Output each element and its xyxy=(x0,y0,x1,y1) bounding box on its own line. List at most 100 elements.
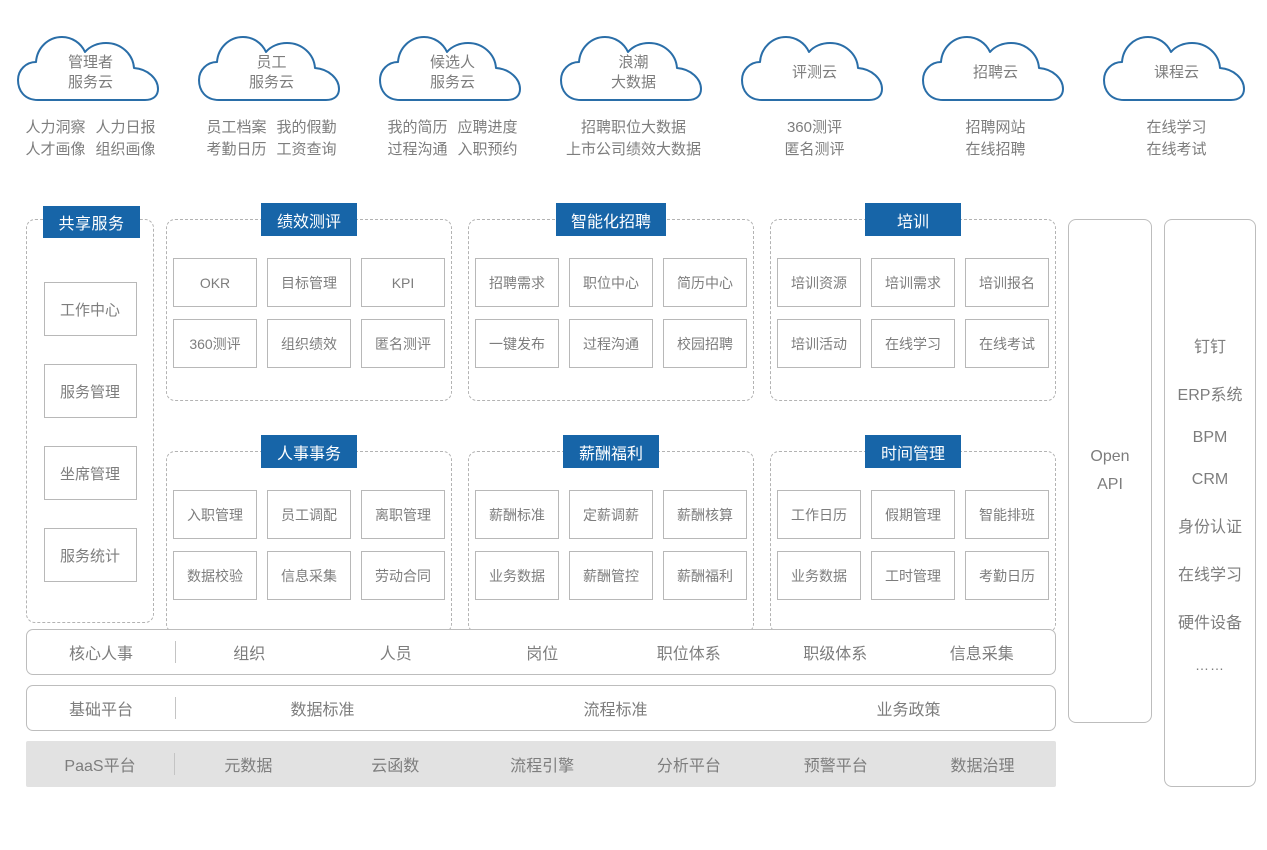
cloud-feature-item: 招聘职位大数据 xyxy=(580,119,686,136)
bar-item[interactable]: 分析平台 xyxy=(656,758,721,775)
module-cell[interactable]: 考勤日历 xyxy=(965,551,1049,600)
module-badge: 智能化招聘 xyxy=(555,203,667,236)
bar-item[interactable]: 数据标准 xyxy=(290,702,355,719)
cloud-title: 招聘云 xyxy=(921,28,1071,108)
module-cell[interactable]: 招聘需求 xyxy=(475,258,559,307)
module-cell[interactable]: 薪酬核算 xyxy=(663,490,747,539)
cloud-feature-item: 我的假勤 xyxy=(276,119,337,136)
module-cell[interactable]: 简历中心 xyxy=(663,258,747,307)
module-cell[interactable]: 组织绩效 xyxy=(267,319,351,368)
bar-item[interactable]: 职级体系 xyxy=(803,646,868,663)
module-cell[interactable]: 培训资源 xyxy=(777,258,861,307)
cloud-feature-list: 我的简历应聘进度过程沟通入职预约 xyxy=(387,117,517,161)
bar-item[interactable]: 预警平台 xyxy=(803,758,868,775)
module-cell[interactable]: 薪酬管控 xyxy=(569,551,653,600)
shared-service-item[interactable]: 工作中心 xyxy=(43,282,137,336)
cloud-title-line: 招聘云 xyxy=(972,63,1018,81)
bar-item[interactable]: 元数据 xyxy=(224,758,273,775)
module-cell[interactable]: 过程沟通 xyxy=(569,319,653,368)
cloud-title: 员工服务云 xyxy=(197,28,347,108)
integration-item: CRM xyxy=(1191,471,1229,488)
module-panel: 人事事务入职管理员工调配离职管理数据校验信息采集劳动合同 xyxy=(166,435,452,633)
cloud-feature-item: 我的简历 xyxy=(387,119,448,136)
bar-item[interactable]: 组织 xyxy=(233,646,266,663)
module-cell[interactable]: 目标管理 xyxy=(267,258,351,307)
module-cell[interactable]: 劳动合同 xyxy=(361,551,445,600)
integration-item: 钉钉 xyxy=(1193,339,1226,356)
shared-service-item[interactable]: 服务统计 xyxy=(43,528,137,582)
cloud-feature-item: 人力日报 xyxy=(95,119,156,136)
module-cell-grid: 培训资源培训需求培训报名培训活动在线学习在线考试 xyxy=(771,258,1055,368)
cloud-feature-row: 在线招聘 xyxy=(965,139,1025,161)
module-cell[interactable]: KPI xyxy=(361,258,445,307)
bar-core-hr: 核心人事组织人员岗位职位体系职级体系信息采集 xyxy=(26,629,1056,675)
bar-item[interactable]: 职位体系 xyxy=(656,646,721,663)
module-cell[interactable]: 360测评 xyxy=(173,319,257,368)
bar-item[interactable]: 云函数 xyxy=(371,758,420,775)
module-panel: 时间管理工作日历假期管理智能排班业务数据工时管理考勤日历 xyxy=(770,435,1056,633)
module-cell[interactable]: 培训报名 xyxy=(965,258,1049,307)
module-cell-row: 培训活动在线学习在线考试 xyxy=(777,319,1049,368)
module-cell[interactable]: 薪酬福利 xyxy=(663,551,747,600)
bar-item[interactable]: 岗位 xyxy=(526,646,559,663)
module-cell[interactable]: 在线考试 xyxy=(965,319,1049,368)
module-cell[interactable]: 一键发布 xyxy=(475,319,559,368)
cloud-feature-row: 人力洞察人力日报 xyxy=(25,117,155,139)
module-cell[interactable]: 入职管理 xyxy=(173,490,257,539)
cloud-feature-item: 匿名测评 xyxy=(784,140,845,158)
cloud-column-6: 招聘云招聘网站在线招聘 xyxy=(905,28,1086,188)
cloud-feature-item: 在线考试 xyxy=(1146,140,1207,158)
module-cell[interactable]: 定薪调薪 xyxy=(569,490,653,539)
module-cell[interactable]: 培训活动 xyxy=(777,319,861,368)
cloud-column-2: 员工服务云员工档案我的假勤考勤日历工资查询 xyxy=(181,28,362,188)
integration-item: 硬件设备 xyxy=(1177,615,1242,632)
module-cell[interactable]: 培训需求 xyxy=(871,258,955,307)
bar-paas-platform: PaaS平台元数据云函数流程引擎分析平台预警平台数据治理 xyxy=(26,741,1056,787)
bar-item[interactable]: 业务政策 xyxy=(876,702,941,719)
cloud-icon: 员工服务云 xyxy=(197,28,347,108)
cloud-column-4: 浪潮大数据招聘职位大数据上市公司绩效大数据 xyxy=(543,28,724,188)
shared-service-item[interactable]: 坐席管理 xyxy=(43,446,137,500)
module-cell-grid: 薪酬标准定薪调薪薪酬核算业务数据薪酬管控薪酬福利 xyxy=(469,490,753,600)
module-cell[interactable]: 匿名测评 xyxy=(361,319,445,368)
module-cell-row: 入职管理员工调配离职管理 xyxy=(173,490,445,539)
cloud-feature-item: 在线学习 xyxy=(1146,119,1207,136)
bar-item[interactable]: 人员 xyxy=(379,646,412,663)
cloud-title-line: 管理者 xyxy=(67,54,113,72)
cloud-title-line: 员工 xyxy=(256,54,287,72)
cloud-feature-list: 员工档案我的假勤考勤日历工资查询 xyxy=(206,117,336,161)
module-cell[interactable]: 薪酬标准 xyxy=(475,490,559,539)
module-cell[interactable]: 职位中心 xyxy=(569,258,653,307)
module-cell-row: 业务数据工时管理考勤日历 xyxy=(777,551,1049,600)
module-badge: 培训 xyxy=(865,203,961,236)
module-badge: 人事事务 xyxy=(261,435,357,468)
module-cell[interactable]: 信息采集 xyxy=(267,551,351,600)
module-cell[interactable]: 校园招聘 xyxy=(663,319,747,368)
bar-item[interactable]: 流程引擎 xyxy=(510,758,575,775)
module-cell[interactable]: 离职管理 xyxy=(361,490,445,539)
cloud-icon: 评测云 xyxy=(740,28,890,108)
module-cell[interactable]: 假期管理 xyxy=(871,490,955,539)
bar-item[interactable]: 信息采集 xyxy=(949,646,1014,663)
bar-lead-label: 基础平台 xyxy=(68,702,133,719)
cloud-title-line: 课程云 xyxy=(1153,63,1199,81)
integration-item: ERP系统 xyxy=(1177,387,1243,404)
open-api-line2: API xyxy=(1097,476,1123,493)
module-cell[interactable]: 业务数据 xyxy=(475,551,559,600)
module-cell[interactable]: 员工调配 xyxy=(267,490,351,539)
bar-item[interactable]: 流程标准 xyxy=(583,702,648,719)
cloud-title-line: 服务云 xyxy=(248,73,294,91)
module-cell[interactable]: 智能排班 xyxy=(965,490,1049,539)
module-cell[interactable]: 工时管理 xyxy=(871,551,955,600)
cloud-feature-row: 考勤日历工资查询 xyxy=(206,139,336,161)
module-cell[interactable]: OKR xyxy=(173,258,257,307)
bar-item[interactable]: 数据治理 xyxy=(950,758,1015,775)
module-cell[interactable]: 在线学习 xyxy=(871,319,955,368)
module-cell[interactable]: 工作日历 xyxy=(777,490,861,539)
module-cell[interactable]: 数据校验 xyxy=(173,551,257,600)
module-cell[interactable]: 业务数据 xyxy=(777,551,861,600)
shared-service-item[interactable]: 服务管理 xyxy=(43,364,137,418)
